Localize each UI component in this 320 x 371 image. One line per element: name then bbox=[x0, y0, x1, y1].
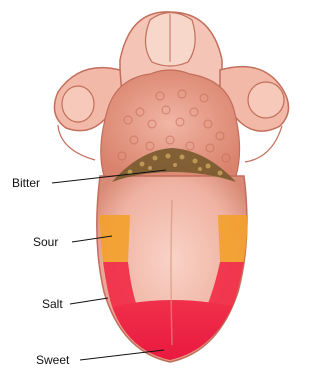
right-tonsil bbox=[248, 82, 284, 118]
sweet-label: Sweet bbox=[36, 353, 69, 367]
sour-label: Sour bbox=[33, 235, 58, 249]
sour-zone-left bbox=[100, 215, 130, 262]
bitter-label: Bitter bbox=[12, 176, 40, 190]
salt-leader-line bbox=[70, 298, 108, 304]
salt-label: Salt bbox=[42, 297, 63, 311]
left-tonsil bbox=[62, 86, 94, 122]
